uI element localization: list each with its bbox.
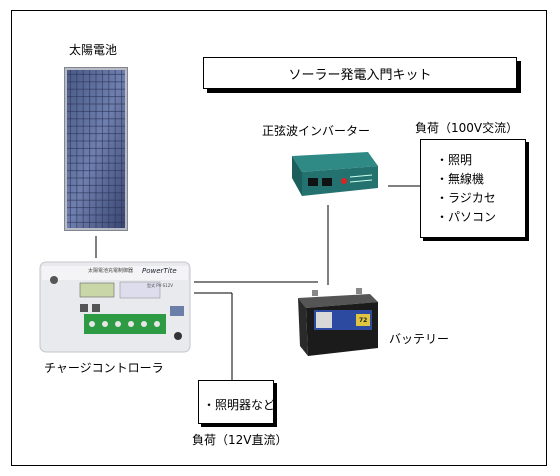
ac-load-label: 負荷（100V交流）	[415, 121, 519, 135]
ac-load-item: ・パソコン	[436, 210, 497, 224]
dc-load-label: 負荷（12V直流）	[192, 433, 288, 447]
dc-load-box: ・照明器など	[198, 380, 276, 424]
ac-load-item: ・照明	[436, 153, 473, 167]
battery-image	[298, 288, 378, 356]
controller-label: チャージコントローラ	[44, 361, 164, 375]
battery-badge-text: 72	[359, 317, 368, 324]
charge-controller-image	[39, 261, 191, 353]
ac-load-box: ・照明 ・無線機 ・ラジカセ ・パソコン	[420, 139, 526, 238]
solar-panel-image	[64, 67, 128, 231]
controller-brand-text: PowerTite	[142, 267, 177, 275]
ac-load-item: ・ラジカセ	[436, 191, 496, 205]
diagram-title: ソーラー発電入門キット	[203, 57, 517, 89]
diagram-frame	[11, 10, 547, 466]
ac-load-item: ・無線機	[436, 172, 485, 186]
dc-load-item: ・照明器など	[203, 398, 276, 412]
battery-label: バッテリー	[389, 332, 450, 346]
diagram-title-text: ソーラー発電入門キット	[288, 67, 432, 83]
solar-panel-label: 太陽電池	[69, 43, 118, 57]
inverter-image	[292, 152, 378, 196]
controller-name-text: 太陽電池充電制御器	[88, 268, 134, 274]
controller-model-text: 型式 PV-S12V	[147, 283, 173, 288]
inverter-label: 正弦波インバーター	[262, 124, 371, 138]
